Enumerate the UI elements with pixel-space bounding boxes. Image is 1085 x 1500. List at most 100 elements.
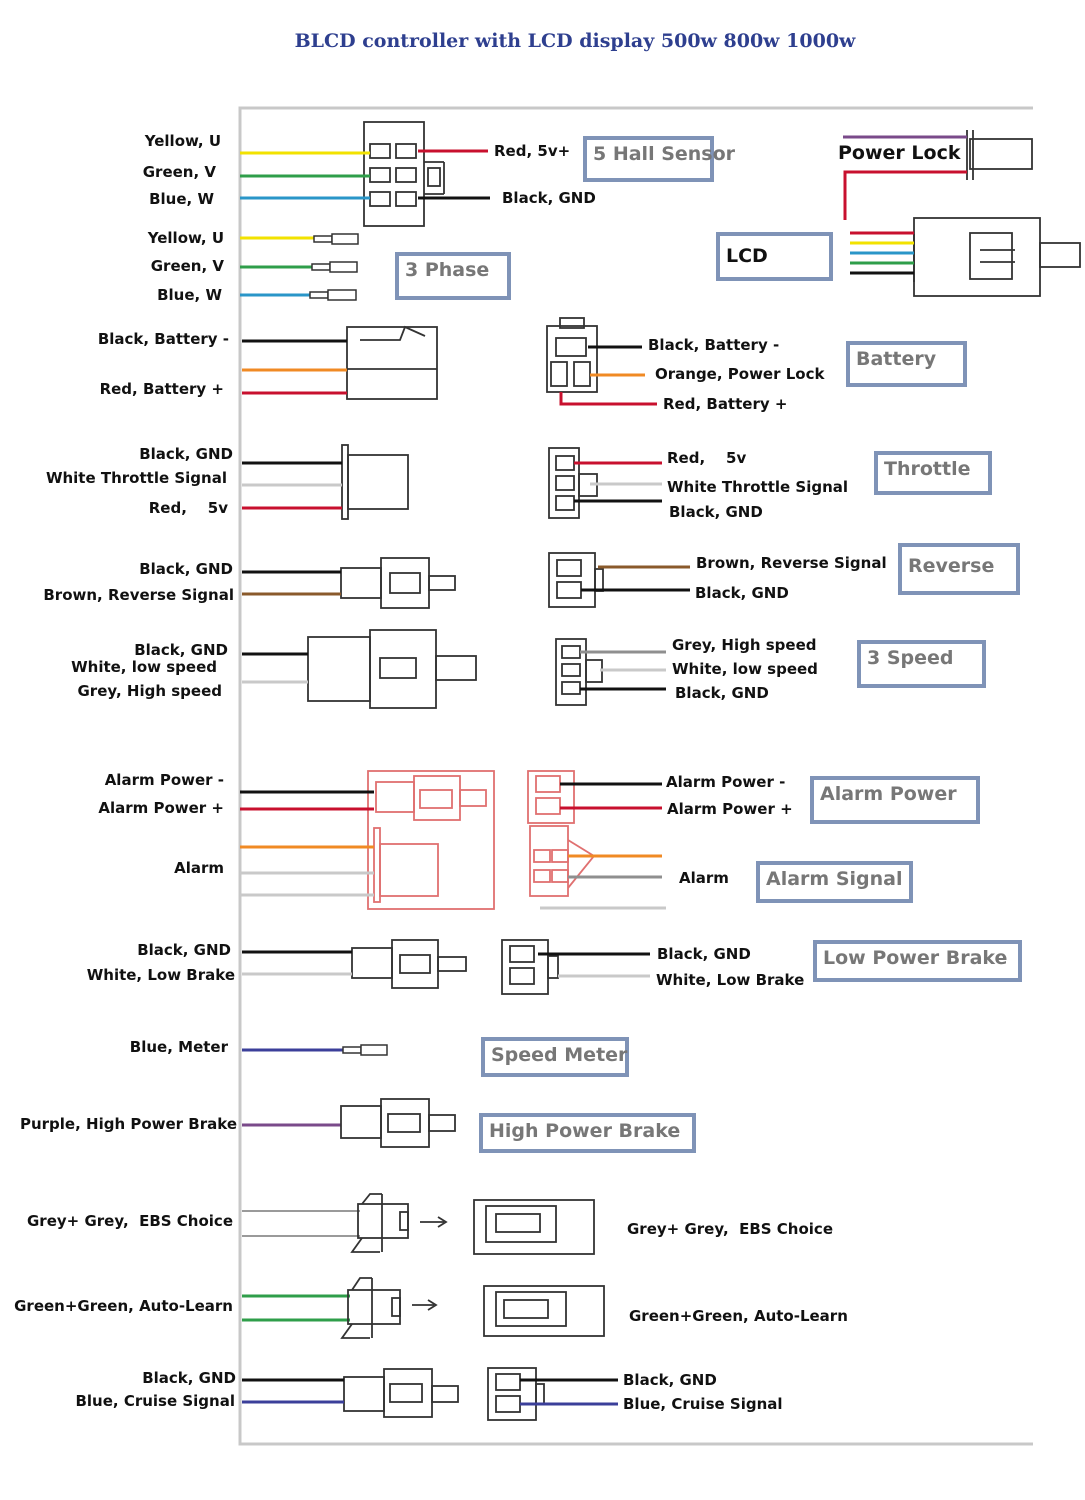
alarm-left-plus: Alarm Power + — [98, 799, 224, 817]
phase-left-green: Green, V — [150, 257, 224, 275]
alarm-power-box: Alarm Power — [810, 776, 980, 824]
speed3-wires-right — [580, 650, 666, 691]
alarm-left-minus: Alarm Power - — [104, 771, 224, 789]
speed3-right-white: White, low speed — [672, 660, 818, 678]
cruise-wires-right — [520, 1378, 618, 1406]
throttle-right-red: Red, 5v — [667, 449, 747, 467]
hall-wires — [240, 149, 490, 200]
autolearn-right: Green+Green, Auto-Learn — [629, 1307, 848, 1325]
battery-left-red: Red, Battery + — [99, 380, 224, 398]
low-brake-box: Low Power Brake — [813, 940, 1022, 982]
speed3-right-grey: Grey, High speed — [672, 636, 817, 654]
speed3-wires-left — [242, 652, 308, 684]
speed3-left-grey: Grey, High speed — [77, 682, 223, 700]
hall-left-yellow: Yellow, U — [144, 132, 221, 150]
throttle-left-red: Red, 5v — [148, 499, 228, 517]
hall-left-blue: Blue, W — [149, 190, 214, 208]
low-brake-connector-right — [501, 939, 559, 995]
low-brake-connector-left — [351, 939, 467, 989]
hall-sensor-box: 5 Hall Sensor — [583, 136, 735, 182]
ebs-wires — [242, 1210, 360, 1237]
power-lock-switch — [966, 130, 1033, 180]
low-brake-right-white: White, Low Brake — [656, 971, 805, 989]
reverse-connector-left — [340, 557, 456, 609]
cruise-right-blue: Blue, Cruise Signal — [623, 1395, 783, 1413]
throttle-connector-left — [341, 444, 409, 520]
meter-box: Speed Meter — [481, 1037, 629, 1077]
reverse-wires-left — [242, 570, 341, 596]
alarm-wires-right — [540, 782, 666, 910]
throttle-connector-right — [548, 447, 598, 519]
ebs-right: Grey+ Grey, EBS Choice — [627, 1220, 833, 1238]
phase-terminals — [309, 233, 359, 301]
low-brake-right-black: Black, GND — [657, 945, 751, 963]
throttle-right-white: White Throttle Signal — [667, 478, 849, 496]
reverse-left-brown: Brown, Reverse Signal — [43, 586, 234, 604]
battery-right-orange: Orange, Power Lock — [655, 365, 825, 383]
reverse-right-brown: Brown, Reverse Signal — [696, 554, 887, 572]
cruise-connector-right — [487, 1367, 545, 1421]
autolearn-connectors — [340, 1277, 605, 1339]
phase-wires — [240, 236, 315, 297]
battery-connector-left — [346, 325, 438, 400]
controller-frame — [238, 106, 1033, 1446]
speed3-right-black: Black, GND — [675, 684, 769, 702]
low-brake-wires-right — [538, 952, 650, 978]
low-brake-wires-left — [242, 950, 352, 976]
meter-terminal — [342, 1044, 388, 1056]
alarm-connector-left — [367, 770, 495, 910]
phase-left-yellow: Yellow, U — [147, 229, 224, 247]
hall-right-black: Black, GND — [502, 189, 596, 207]
lcd-connector — [913, 217, 1081, 297]
speed3-box: 3 Speed — [857, 640, 986, 688]
high-brake-left-purple: Purple, High Power Brake — [19, 1115, 237, 1133]
throttle-left-white: White Throttle Signal — [45, 469, 227, 487]
battery-wires-left — [242, 339, 347, 395]
hall-left-green: Green, V — [142, 163, 216, 181]
alarm-right-plus: Alarm Power + — [667, 800, 793, 818]
reverse-right-black: Black, GND — [695, 584, 789, 602]
diagram-title: BLCD controller with LCD display 500w 80… — [294, 30, 856, 52]
speed3-connector-left — [307, 629, 477, 709]
autolearn-wires — [242, 1294, 350, 1322]
power-lock-label: Power Lock — [838, 142, 961, 164]
speed3-left-black: Black, GND — [134, 641, 228, 659]
lcd-wires — [850, 231, 914, 275]
alarm-left-signal: Alarm — [174, 859, 224, 877]
speed3-left-white: White, low speed — [71, 658, 217, 676]
phase-left-blue: Blue, W — [157, 286, 222, 304]
ebs-left: Grey+ Grey, EBS Choice — [27, 1212, 233, 1230]
high-brake-box: High Power Brake — [479, 1113, 696, 1153]
battery-connector-right — [546, 317, 598, 393]
ebs-connectors — [350, 1193, 595, 1255]
meter-left-blue: Blue, Meter — [129, 1038, 228, 1056]
battery-right-red: Red, Battery + — [663, 395, 788, 413]
throttle-wires-right — [574, 461, 662, 503]
reverse-box: Reverse — [898, 543, 1020, 595]
hall-right-red: Red, 5v+ — [494, 142, 571, 160]
power-lock-wires — [843, 135, 967, 220]
phase-box: 3 Phase — [395, 252, 511, 300]
autolearn-left: Green+Green, Auto-Learn — [14, 1297, 233, 1315]
alarm-right-signal: Alarm — [679, 869, 729, 887]
low-brake-left-black: Black, GND — [137, 941, 231, 959]
reverse-connector-right — [548, 552, 604, 608]
reverse-left-black: Black, GND — [139, 560, 233, 578]
ebs-arrow — [420, 1216, 448, 1228]
alarm-wires-left — [240, 790, 374, 897]
alarm-right-minus: Alarm Power - — [666, 773, 786, 791]
throttle-left-black: Black, GND — [139, 445, 233, 463]
battery-box: Battery — [846, 341, 967, 387]
cruise-wires-left — [242, 1378, 344, 1404]
hall-sensor-connector — [363, 121, 445, 227]
speed3-connector-right — [555, 638, 603, 706]
battery-left-black: Black, Battery - — [97, 330, 229, 348]
battery-wires-right — [559, 345, 657, 406]
throttle-right-black: Black, GND — [669, 503, 763, 521]
cruise-right-black: Black, GND — [623, 1371, 717, 1389]
cruise-left-black: Black, GND — [142, 1369, 236, 1387]
battery-right-black: Black, Battery - — [648, 336, 780, 354]
throttle-box: Throttle — [874, 451, 992, 495]
reverse-wires-right — [581, 565, 690, 592]
